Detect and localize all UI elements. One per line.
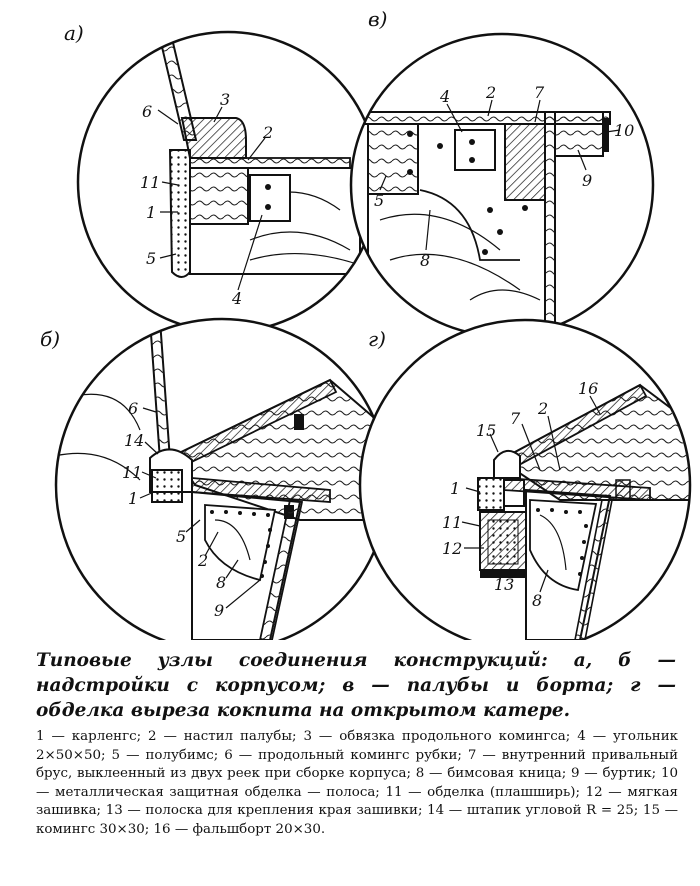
panel-a-label: 1 — [146, 203, 156, 222]
panel-v-label: 7 — [534, 83, 545, 102]
figure-caption: Типовые узлы соединения конструкций: а, … — [36, 650, 676, 721]
figure-legend: 1 — карленгс; 2 — настил палубы; 3 — обв… — [36, 729, 678, 837]
panel-v: в) 4 2 7 10 9 5 8 — [349, 7, 655, 338]
panel-g-label: 1 — [450, 479, 460, 498]
panel-letter-a: а) — [64, 21, 84, 45]
panel-b-label: 6 — [128, 399, 138, 418]
panel-a-label: 2 — [262, 123, 273, 142]
panel-letter-v: в) — [368, 7, 387, 31]
panel-v-label: 9 — [582, 171, 592, 190]
panel-b-label: 5 — [176, 527, 186, 546]
panel-b-label: 11 — [122, 463, 142, 482]
construction-nodes-figure: а) 6 3 2 11 1 5 4 — [40, 7, 692, 640]
panel-a-label: 5 — [146, 249, 156, 268]
panel-letter-g: г) — [368, 327, 386, 351]
panel-v-label: 10 — [614, 121, 634, 140]
panel-b: б) 6 14 11 1 5 2 8 9 — [40, 317, 390, 640]
panel-g-label: 8 — [532, 591, 542, 610]
panel-v-label: 8 — [420, 251, 430, 270]
panel-g-label: 11 — [442, 513, 462, 532]
panel-a-label: 11 — [140, 173, 160, 192]
panel-g: г) 16 15 7 2 1 11 12 13 8 — [358, 318, 692, 640]
panel-letter-b: б) — [40, 327, 60, 351]
panel-a: а) 6 3 2 11 1 5 4 — [64, 21, 380, 334]
panel-b-label: 8 — [216, 573, 226, 592]
panel-v-label: 2 — [485, 83, 496, 102]
panel-g-label: 12 — [442, 539, 462, 558]
panel-g-label: 2 — [537, 399, 548, 418]
panel-b-label: 2 — [197, 551, 208, 570]
panel-g-label: 15 — [476, 421, 496, 440]
panel-b-label: 14 — [124, 431, 144, 450]
panel-g-label: 16 — [578, 379, 598, 398]
panel-a-label: 3 — [220, 90, 230, 109]
panel-b-label: 9 — [214, 601, 224, 620]
panel-b-label: 1 — [128, 489, 138, 508]
panel-v-label: 4 — [439, 87, 450, 106]
panel-a-label: 4 — [231, 289, 242, 308]
panel-a-label: 6 — [142, 102, 152, 121]
panel-v-label: 5 — [374, 191, 384, 210]
panel-g-label: 13 — [494, 575, 514, 594]
panel-g-label: 7 — [510, 409, 521, 428]
